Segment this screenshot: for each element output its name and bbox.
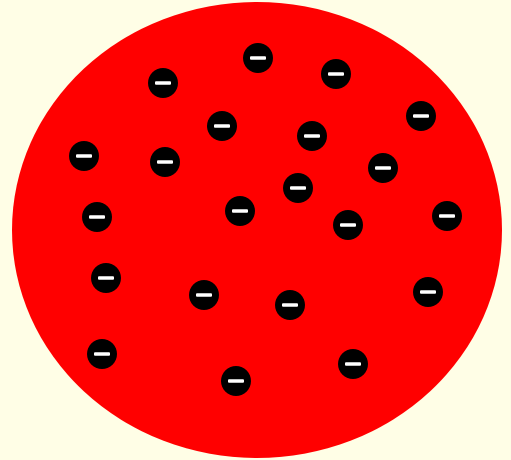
minus-sign-icon	[304, 134, 320, 138]
electron	[87, 339, 117, 369]
electron	[321, 59, 351, 89]
minus-sign-icon	[282, 303, 298, 307]
electron	[221, 366, 251, 396]
electron	[333, 210, 363, 240]
electron	[82, 202, 112, 232]
minus-sign-icon	[250, 56, 266, 60]
minus-sign-icon	[375, 166, 391, 170]
electron	[368, 153, 398, 183]
minus-sign-icon	[413, 114, 429, 118]
minus-sign-icon	[439, 214, 455, 218]
electron	[406, 101, 436, 131]
minus-sign-icon	[155, 81, 171, 85]
minus-sign-icon	[196, 293, 212, 297]
minus-sign-icon	[89, 215, 105, 219]
electron	[207, 111, 237, 141]
electron	[243, 43, 273, 73]
minus-sign-icon	[76, 154, 92, 158]
electron	[297, 121, 327, 151]
electron	[413, 277, 443, 307]
minus-sign-icon	[340, 223, 356, 227]
electron	[148, 68, 178, 98]
minus-sign-icon	[328, 72, 344, 76]
electron	[275, 290, 305, 320]
electron	[432, 201, 462, 231]
electron	[150, 147, 180, 177]
minus-sign-icon	[228, 379, 244, 383]
minus-sign-icon	[98, 276, 114, 280]
minus-sign-icon	[214, 124, 230, 128]
electron	[225, 196, 255, 226]
electron	[69, 141, 99, 171]
minus-sign-icon	[232, 209, 248, 213]
electron	[91, 263, 121, 293]
electron	[283, 173, 313, 203]
minus-sign-icon	[94, 352, 110, 356]
minus-sign-icon	[420, 290, 436, 294]
electron	[338, 349, 368, 379]
minus-sign-icon	[345, 362, 361, 366]
electron	[189, 280, 219, 310]
minus-sign-icon	[290, 186, 306, 190]
minus-sign-icon	[157, 160, 173, 164]
